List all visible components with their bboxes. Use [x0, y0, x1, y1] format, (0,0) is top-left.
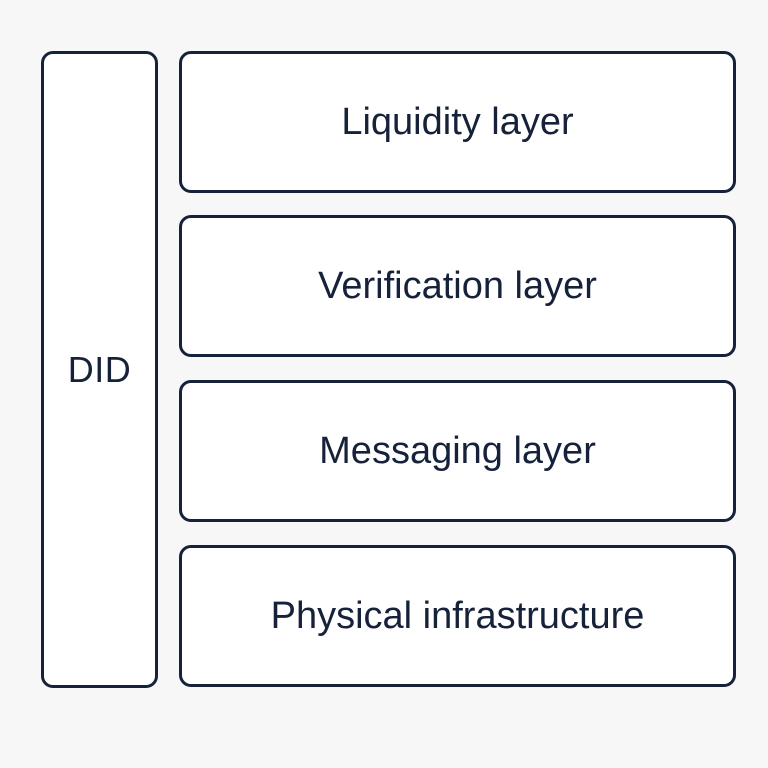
liquidity-layer-box: Liquidity layer: [179, 51, 736, 193]
physical-infrastructure-box: Physical infrastructure: [179, 545, 736, 687]
messaging-layer-label: Messaging layer: [319, 429, 596, 472]
did-column: DID: [41, 51, 158, 688]
verification-layer-box: Verification layer: [179, 215, 736, 357]
liquidity-layer-label: Liquidity layer: [341, 100, 574, 143]
verification-layer-label: Verification layer: [318, 264, 597, 307]
messaging-layer-box: Messaging layer: [179, 380, 736, 522]
did-label: DID: [67, 348, 132, 390]
physical-infrastructure-label: Physical infrastructure: [270, 594, 645, 637]
